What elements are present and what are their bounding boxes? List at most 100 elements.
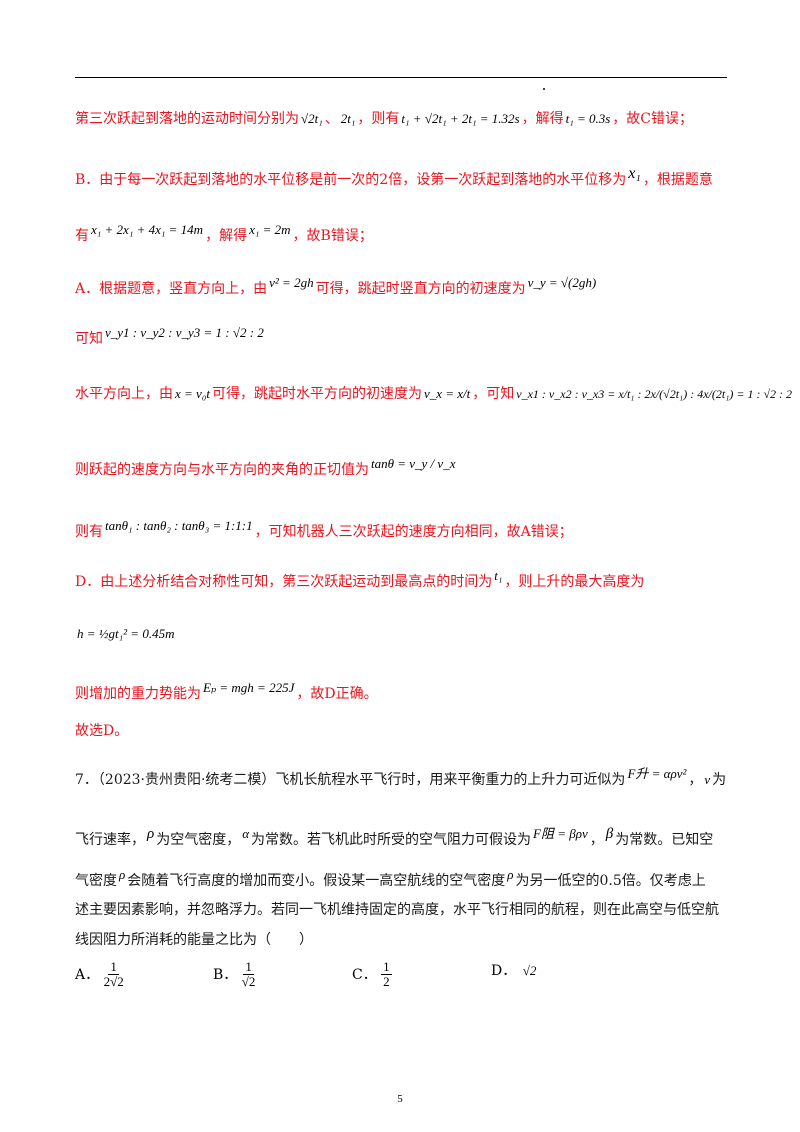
text: A．根据题意，竖直方向上，由 (75, 281, 268, 297)
text: 会随着飞行高度的增加而变小。假设某一高空航线的空气密度 (127, 873, 506, 889)
text: B．由于每一次跃起到落地的水平位移是前一次的2倍，设第一次跃起到落地的水平位移为 (75, 172, 627, 188)
math: x₁ + 2x₁ + 4x₁ = 14m (91, 222, 204, 237)
math: ρ (507, 867, 514, 882)
question-line-4: 述主要因素影响，并忽略浮力。若同一飞机维持固定的高度，水平飞行相同的航程，则在此… (75, 899, 719, 919)
math: Eₚ = mgh = 225J (203, 680, 295, 695)
option-label: B． (213, 966, 238, 983)
text: 气密度 (75, 873, 117, 889)
option-b[interactable]: B． 1√2 (213, 959, 256, 990)
option-label: A． (75, 966, 100, 983)
math: v_y1 : v_y2 : v_y3 = 1 : √2 : 2 (105, 325, 264, 340)
numerator: 1 (108, 959, 119, 976)
option-fraction: 1√2 (241, 959, 256, 990)
text: ，可知机器人三次跃起的速度方向相同，故A错误； (254, 524, 573, 540)
math: F升 = αρv² (627, 766, 687, 781)
math: 2t₁ (340, 111, 356, 126)
option-d[interactable]: D． √2 (491, 960, 538, 980)
text: ，故D正确。 (296, 686, 378, 702)
text: D．由上述分析结合对称性可知，第三次跃起运动到最高点的时间为 (75, 574, 493, 590)
text: 水平方向上，由 (75, 386, 173, 402)
math: x₁ (628, 165, 641, 182)
math: t₁ (494, 568, 503, 583)
denominator: 2 (383, 974, 390, 990)
text: 有 (75, 228, 89, 244)
math: x = v₀t (175, 386, 210, 401)
page-number: 5 (397, 1093, 403, 1105)
question-line-1: 7．（2023·贵州贵阳·统考二模）飞机长航程水平飞行时，用来平衡重力的上升力可… (75, 763, 726, 789)
denominator: √2 (241, 974, 256, 990)
text: 可得，跳起时竖直方向的初速度为 (315, 281, 526, 297)
text: 可知 (75, 331, 103, 347)
math: tanθ₁ : tanθ₂ : tanθ₃ = 1:1:1 (105, 518, 253, 533)
math: F阻 = βρv (533, 826, 588, 841)
math: v² = 2gh (269, 275, 314, 290)
text: 第三次跃起到落地的运动时间分别为 (75, 111, 299, 127)
option-value: √2 (522, 963, 537, 978)
text: ，则有 (357, 111, 400, 127)
question-line-5: 线因阻力所消耗的能量之比为（ ） (75, 929, 313, 949)
text: 为常数。已知空 (615, 832, 714, 848)
text: 飞行速率， (75, 832, 145, 848)
text: 可得，跳起时水平方向的初速度为 (211, 386, 422, 402)
text: ，根据题意 (642, 172, 713, 188)
text: 为常数。若飞机此时所受的空气阻力可假设为 (251, 832, 532, 848)
text: 为空气密度， (156, 832, 241, 848)
solution-line-d2: h = ½gt₁² = 0.45m (75, 626, 176, 642)
text: 为 (712, 772, 727, 788)
math: √2t₁ (301, 111, 323, 126)
text: 则跃起的速度方向与水平方向的夹角的正切值为 (75, 462, 369, 478)
math: v (704, 772, 711, 787)
stray-dot (543, 88, 545, 90)
text: 线因阻力所消耗的能量之比为（ ） (75, 932, 313, 948)
text: 则增加的重力势能为 (75, 686, 201, 702)
text: ， (688, 772, 703, 788)
option-label: C． (352, 966, 377, 983)
numerator: 1 (381, 959, 392, 976)
text: ，可知 (472, 386, 515, 402)
math: t₁ = 0.3s (565, 111, 611, 126)
text: 、 (324, 111, 339, 127)
math: ρ (119, 867, 126, 882)
text: ，解得 (521, 111, 564, 127)
text: ，故B错误； (292, 228, 373, 244)
math: v_x1 : v_x2 : v_x3 = x/t₁ : 2x/(√2t₁) : … (516, 386, 793, 401)
math: h = ½gt₁² = 0.45m (77, 626, 175, 641)
header-rule (75, 77, 727, 78)
math: ρ (147, 826, 155, 842)
math: tanθ = v_y / v_x (371, 456, 456, 471)
math: α (242, 826, 250, 841)
text: ，则上升的最大高度为 (504, 574, 645, 590)
math: v_x = x/t (423, 386, 471, 401)
option-label: D． (491, 963, 517, 979)
text: 故选D。 (75, 723, 129, 739)
text: 述主要因素影响，并忽略浮力。若同一飞机维持固定的高度，水平飞行相同的航程，则在此… (75, 902, 719, 918)
text: 则有 (75, 524, 103, 540)
text: 为另一低空的0.5倍。仅考虑上 (515, 873, 706, 889)
math: v_y = √(2gh) (527, 275, 597, 290)
solution-choose: 故选D。 (75, 720, 128, 740)
solution-line-b: B．由于每一次跃起到落地的水平位移是前一次的2倍，设第一次跃起到落地的水平位移为… (75, 165, 713, 189)
math: β (605, 826, 614, 842)
math: t₁ + √2t₁ + 2t₁ = 1.32s (401, 111, 520, 126)
text: 7．（2023·贵州贵阳·统考二模）飞机长航程水平飞行时，用来平衡重力的上升力可… (75, 772, 626, 788)
text: ，解得 (205, 228, 248, 244)
text: ， (589, 832, 604, 848)
math: x₁ = 2m (249, 222, 291, 237)
numerator: 1 (243, 959, 254, 976)
denominator: 2√2 (103, 974, 124, 990)
